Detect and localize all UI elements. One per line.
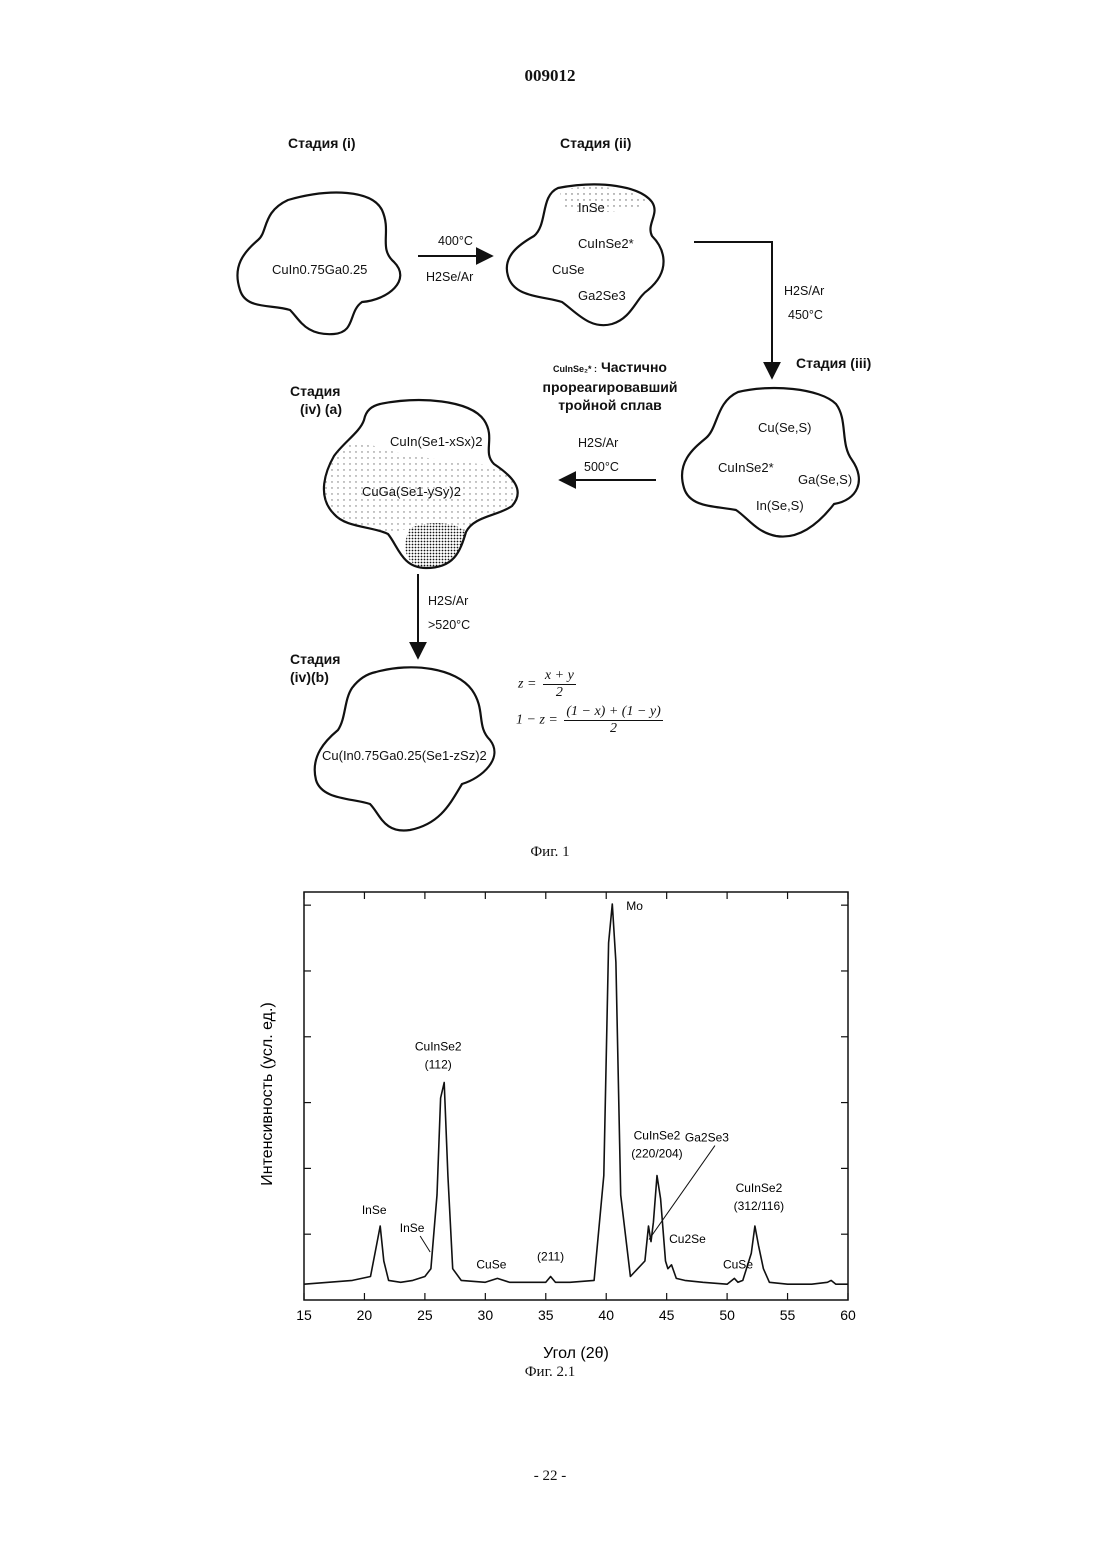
particle-ii-phase: CuInSe2* <box>578 236 634 251</box>
condition-temperature: 450°C <box>788 308 823 322</box>
peak-label: (112) <box>425 1057 452 1071</box>
xrd-chart: 15202530354045505560InSeInSeCuInSe2(112)… <box>240 880 880 1370</box>
particle-ii-phase: InSe <box>578 200 605 215</box>
peak-label: CuInSe2 <box>736 1181 783 1195</box>
y-axis-label: Интенсивность (усл. ед.) <box>259 1002 276 1186</box>
particle-iii-phase: Ga(Se,S) <box>798 472 852 487</box>
peak-label: CuInSe2 <box>415 1039 462 1053</box>
particle-iii-phase: Cu(Se,S) <box>758 420 811 435</box>
peak-label: CuSe <box>476 1257 506 1271</box>
x-tick-label: 15 <box>296 1307 312 1323</box>
peak-label: InSe <box>400 1221 425 1235</box>
particle-ii-phase: CuSe <box>552 262 585 277</box>
condition-temperature: 500°C <box>584 460 619 474</box>
figure2-caption: Фиг. 2.1 <box>0 1364 1100 1381</box>
particle-iii-phase: CuInSe2* <box>718 460 774 475</box>
peak-label: (211) <box>537 1249 564 1263</box>
x-tick-label: 35 <box>538 1307 554 1323</box>
partial-alloy-note: CuInSe₂* : Частично прореагировавший тро… <box>510 358 710 414</box>
condition-temperature: >520°C <box>428 618 470 632</box>
peak-label: (220/204) <box>631 1147 682 1161</box>
page-number: - 22 - <box>0 1468 1100 1485</box>
condition-gas: H2S/Ar <box>784 284 824 298</box>
equation-one-minus-z: 1 − z = (1 − x) + (1 − y)2 <box>516 704 663 737</box>
condition-gas: H2S/Ar <box>578 436 618 450</box>
peak-label: InSe <box>362 1203 387 1217</box>
condition-temperature: 400°C <box>438 234 473 248</box>
peak-label: (312/116) <box>734 1199 784 1213</box>
equation-z: z = x + y2 <box>518 668 576 701</box>
x-tick-label: 55 <box>780 1307 796 1323</box>
x-axis-label: Угол (2θ) <box>543 1345 609 1362</box>
x-tick-label: 25 <box>417 1307 433 1323</box>
stage-ivb-label: Стадия (iv)(b) <box>290 650 340 686</box>
peak-label: Mo <box>626 899 643 913</box>
peak-label: CuSe <box>723 1257 753 1271</box>
particle-iii-phase: In(Se,S) <box>756 498 804 513</box>
particle-ivb-composition: Cu(In0.75Ga0.25(Se1-zSz)2 <box>322 748 487 763</box>
peak-label: Cu2Se <box>669 1232 706 1246</box>
x-tick-label: 40 <box>598 1307 614 1323</box>
x-tick-label: 30 <box>478 1307 494 1323</box>
peak-label: CuInSe2 <box>634 1129 681 1143</box>
x-tick-label: 20 <box>357 1307 373 1323</box>
peak-label: Ga2Se3 <box>685 1131 729 1145</box>
stage-ii-label: Стадия (ii) <box>560 134 631 152</box>
peak-pointer <box>420 1236 430 1252</box>
condition-gas: H2Se/Ar <box>426 270 473 284</box>
series-line <box>304 904 848 1284</box>
figure1-caption: Фиг. 1 <box>0 844 1100 861</box>
condition-gas: H2S/Ar <box>428 594 468 608</box>
plot-frame <box>304 892 848 1300</box>
x-tick-label: 60 <box>840 1307 856 1323</box>
x-tick-label: 50 <box>719 1307 735 1323</box>
stage-iva-label: Стадия (iv) (a) <box>290 382 342 418</box>
particle-i-composition: CuIn0.75Ga0.25 <box>272 262 367 277</box>
stage-i-label: Стадия (i) <box>288 134 356 152</box>
particle-iva-phase: CuIn(Se1-xSx)2 <box>390 434 482 449</box>
particle-iva-phase: CuGa(Se1-ySy)2 <box>362 484 461 499</box>
stage-iii-label: Стадия (iii) <box>796 354 871 372</box>
x-tick-label: 45 <box>659 1307 675 1323</box>
particle-ii-phase: Ga2Se3 <box>578 288 626 303</box>
